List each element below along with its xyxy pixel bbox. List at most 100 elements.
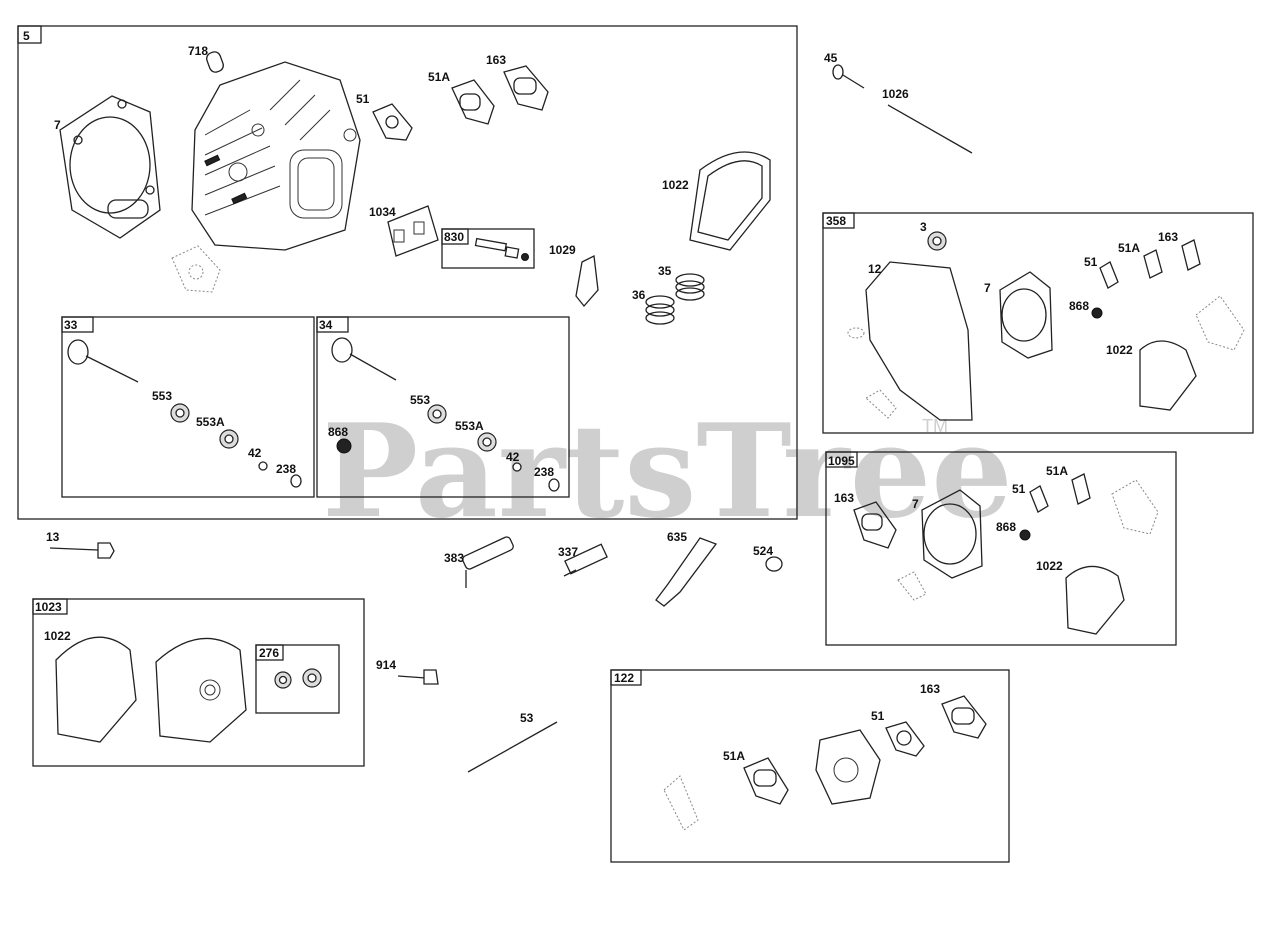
part-553A-retainer-a[interactable] [219, 429, 239, 449]
part-163-gasket-358[interactable] [1181, 239, 1201, 271]
part-3-seal[interactable] [927, 231, 947, 251]
part-238-cap-a[interactable] [290, 474, 302, 488]
callout-13: 13 [46, 530, 60, 544]
part-53-rod[interactable] [467, 721, 558, 773]
callout-35: 35 [658, 264, 672, 278]
callout-51-d: 51 [871, 709, 885, 723]
part-cylinder-head[interactable] [191, 61, 361, 251]
callout-553A-a: 553A [196, 415, 225, 429]
part-524-ring[interactable] [765, 556, 783, 572]
part-rocker-cover[interactable] [155, 637, 247, 743]
part-12-crankcase-gasket[interactable] [865, 261, 973, 421]
part-51-gasket-a[interactable] [372, 103, 413, 141]
callout-553-b: 553 [410, 393, 430, 407]
callout-914: 914 [376, 658, 396, 672]
part-868-rotator-a[interactable] [336, 438, 352, 454]
part-intake-valve[interactable] [67, 339, 139, 383]
callout-45: 45 [824, 51, 838, 65]
part-intake-spacer[interactable] [815, 729, 881, 805]
callout-1022-a: 1022 [662, 178, 689, 192]
part-7-head-gasket[interactable] [59, 95, 161, 239]
watermark-tm: TM [922, 416, 948, 436]
group-box-33: 33 [61, 316, 315, 498]
callout-1022-d: 1022 [44, 629, 71, 643]
group-box-122: 122 [610, 669, 1010, 863]
part-1022-rocker-gasket-1023[interactable] [55, 636, 137, 743]
part-51-gasket-358[interactable] [1099, 261, 1119, 289]
part-553-seal-a[interactable] [170, 403, 190, 423]
part-35-valve-spring[interactable] [675, 273, 705, 301]
part-dotted-gasket-a [171, 245, 221, 293]
callout-163-a: 163 [486, 53, 506, 67]
part-51-gasket-1095[interactable] [1029, 485, 1049, 513]
part-276-grommets[interactable] [274, 668, 322, 689]
callout-1026: 1026 [882, 87, 909, 101]
part-exhaust-valve[interactable] [331, 337, 397, 381]
part-868-rotator-358[interactable] [1091, 307, 1103, 319]
part-1029-rocker-arm[interactable] [575, 255, 599, 308]
box-label-276: 276 [259, 646, 279, 660]
box-label-122: 122 [614, 671, 634, 685]
callout-7-c: 7 [912, 497, 919, 511]
part-383-tube[interactable] [461, 536, 514, 588]
part-51A-gasket-358[interactable] [1143, 249, 1163, 279]
part-718-pin[interactable] [205, 50, 225, 74]
box-label-34: 34 [319, 318, 333, 332]
part-914-bolt[interactable] [397, 669, 439, 685]
part-51A-gasket-1095[interactable] [1071, 473, 1091, 505]
callout-524: 524 [753, 544, 773, 558]
group-box-5: 5 [17, 25, 798, 520]
callout-718: 718 [188, 44, 208, 58]
callout-36: 36 [632, 288, 646, 302]
part-553-seal-b[interactable] [427, 404, 447, 424]
part-868-rotator-1095[interactable] [1019, 529, 1031, 541]
part-1026-rod[interactable] [887, 104, 973, 154]
box-label-33: 33 [64, 318, 78, 332]
part-553A-retainer-b[interactable] [477, 432, 497, 452]
callout-12: 12 [868, 262, 882, 276]
callout-337: 337 [558, 545, 578, 559]
box-label-1095: 1095 [828, 454, 855, 468]
part-635-plug-boot[interactable] [655, 537, 718, 607]
callout-7-b: 7 [984, 281, 991, 295]
callout-868-b: 868 [1069, 299, 1089, 313]
part-dotted-gaskets-1095 [897, 479, 1159, 601]
callout-42-b: 42 [506, 450, 520, 464]
callout-163-c: 163 [834, 491, 854, 505]
part-238-cap-b[interactable] [548, 478, 560, 492]
box-label-1023: 1023 [35, 600, 62, 614]
callout-51A-b: 51A [1118, 241, 1140, 255]
part-45-pin[interactable] [832, 64, 865, 89]
part-42-keeper-b[interactable] [512, 462, 522, 472]
part-830-adjuster[interactable] [474, 237, 529, 261]
part-163-gasket-a[interactable] [503, 65, 549, 111]
part-163-gasket-122[interactable] [941, 695, 987, 739]
part-51A-gasket-122[interactable] [743, 757, 789, 805]
callout-1022-b: 1022 [1106, 343, 1133, 357]
part-51A-gasket-a[interactable] [451, 79, 495, 125]
part-163-gasket-1095[interactable] [853, 501, 897, 549]
part-1022-rocker-gasket-1095[interactable] [1065, 565, 1125, 635]
part-1022-rocker-gasket-a[interactable] [689, 151, 771, 251]
part-36-valve-spring[interactable] [645, 295, 675, 325]
part-7-head-gasket-1095[interactable] [921, 489, 983, 579]
callout-868-c: 868 [996, 520, 1016, 534]
part-13-bolt[interactable] [49, 542, 115, 559]
part-42-keeper-a[interactable] [258, 461, 268, 471]
callout-1029: 1029 [549, 243, 576, 257]
group-box-1023: 1023 [32, 598, 365, 767]
box-label-830: 830 [444, 230, 464, 244]
callout-553A-b: 553A [455, 419, 484, 433]
callout-163-d: 163 [920, 682, 940, 696]
callout-238-b: 238 [534, 465, 554, 479]
part-337-spark-plug[interactable] [563, 543, 608, 577]
callout-51A-d: 51A [723, 749, 745, 763]
group-box-830: 830 [441, 228, 535, 269]
part-1022-rocker-gasket-358[interactable] [1139, 340, 1197, 411]
part-1034-plate[interactable] [387, 205, 439, 257]
box-label-358: 358 [826, 214, 846, 228]
group-box-358: 358 [822, 212, 1254, 434]
part-7-head-gasket-358[interactable] [999, 271, 1053, 359]
part-51-gasket-122[interactable] [885, 721, 925, 757]
